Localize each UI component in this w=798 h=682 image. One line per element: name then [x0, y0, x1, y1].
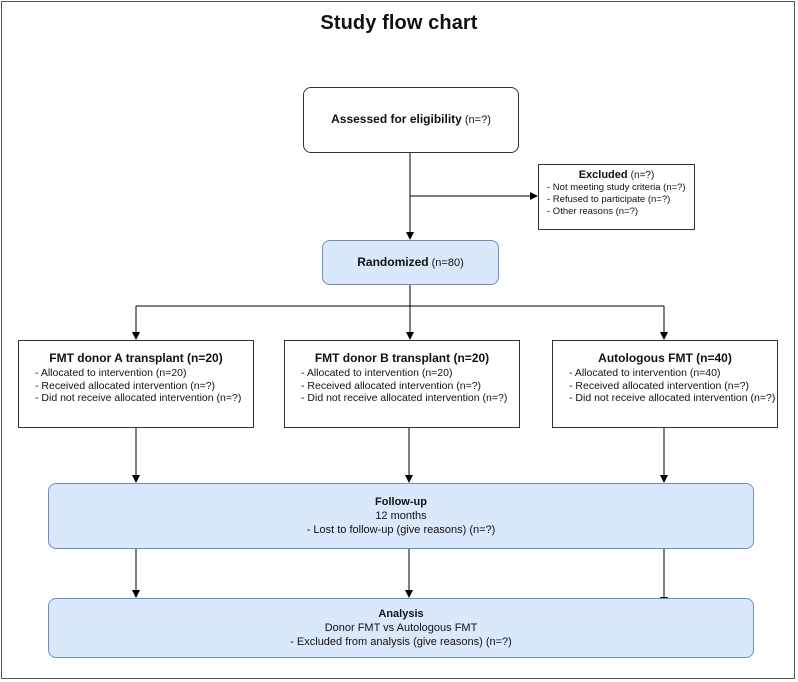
arm-items: - Allocated to intervention (n=40) - Rec…: [569, 367, 777, 405]
arm-item: - Allocated to intervention (n=20): [301, 367, 453, 379]
arm-box-donor-a: FMT donor A transplant (n=20) - Allocate…: [18, 340, 254, 428]
excluded-reason: - Other reasons (n=?): [547, 206, 639, 217]
excluded-box: Excluded (n=?) - Not meeting study crite…: [538, 164, 695, 230]
arm-count: (n=40): [696, 351, 732, 365]
arm-item: - Allocated to intervention (n=20): [35, 367, 187, 379]
excluded-reasons: - Not meeting study criteria (n=?) - Ref…: [547, 182, 694, 218]
excluded-reason: - Not meeting study criteria (n=?): [547, 182, 686, 193]
arm-label: FMT donor A transplant: [49, 351, 184, 365]
randomized-label: Randomized: [357, 254, 429, 269]
arm-items: - Allocated to intervention (n=20) - Rec…: [301, 367, 519, 405]
followup-box: Follow-up 12 months - Lost to follow-up …: [48, 483, 754, 549]
arm-item: - Did not receive allocated intervention…: [35, 392, 242, 404]
arm-item: - Received allocated intervention (n=?): [301, 379, 482, 392]
randomized-box: Randomized (n=80): [322, 240, 499, 285]
arm-items: - Allocated to intervention (n=20) - Rec…: [35, 367, 253, 405]
eligibility-box: Assessed for eligibility (n=?): [303, 87, 519, 153]
followup-duration: 12 months: [375, 510, 427, 522]
eligibility-label: Assessed for eligibility: [331, 112, 462, 126]
arm-box-donor-b: FMT donor B transplant (n=20) - Allocate…: [284, 340, 520, 428]
analysis-label: Analysis: [378, 608, 424, 620]
randomized-count: (n=80): [431, 256, 464, 269]
followup-note: - Lost to follow-up (give reasons) (n=?): [306, 524, 496, 536]
arm-item: - Allocated to intervention (n=40): [569, 367, 721, 379]
analysis-comparison: Donor FMT vs Autologous FMT: [324, 622, 478, 634]
arm-count: (n=20): [187, 351, 223, 365]
arm-label: FMT donor B transplant: [314, 351, 451, 365]
arm-item: - Did not receive allocated intervention…: [569, 392, 776, 404]
excluded-reason: - Refused to participate (n=?): [547, 194, 671, 205]
excluded-count: (n=?): [630, 170, 655, 181]
arm-box-autologous: Autologous FMT (n=40) - Allocated to int…: [552, 340, 778, 428]
diagram-title: Study flow chart: [320, 12, 478, 34]
arm-count: (n=20): [453, 351, 490, 365]
arm-item: - Received allocated intervention (n=?): [35, 379, 216, 392]
arm-item: - Did not receive allocated intervention…: [301, 392, 508, 404]
analysis-note: - Excluded from analysis (give reasons) …: [290, 636, 512, 648]
followup-label: Follow-up: [375, 496, 427, 508]
excluded-label: Excluded: [578, 169, 628, 181]
analysis-box: Analysis Donor FMT vs Autologous FMT - E…: [48, 598, 754, 658]
arm-item: - Received allocated intervention (n=?): [569, 379, 750, 392]
arm-label: Autologous FMT: [598, 351, 693, 365]
eligibility-count: (n=?): [464, 114, 491, 126]
